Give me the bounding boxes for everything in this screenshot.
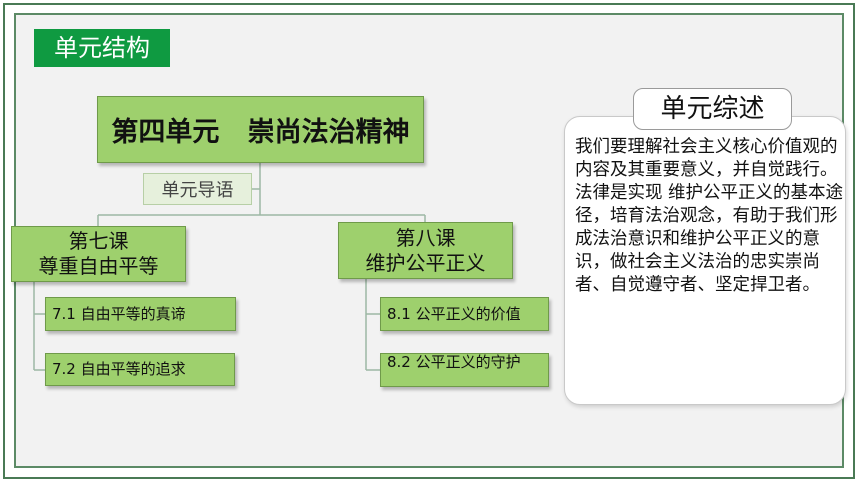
lesson-7-node: 第七课 尊重自由平等 — [11, 226, 186, 282]
summary-text: 我们要理解社会主义核心价值观的内容及其重要意义，并自觉践行。 法律是实现 维护公… — [575, 136, 847, 297]
item-7-2-node: 7.2 自由平等的追求 — [45, 353, 235, 386]
lesson-8-node: 第八课 维护公平正义 — [338, 222, 513, 279]
unit-title-node: 第四单元 崇尚法治精神 — [97, 96, 424, 163]
lesson-7-number: 第七课 — [68, 229, 129, 253]
summary-box — [564, 116, 846, 405]
summary-title: 单元综述 — [633, 88, 792, 130]
lesson-8-title: 维护公平正义 — [365, 250, 486, 275]
item-7-1-node: 7.1 自由平等的真谛 — [45, 297, 236, 331]
item-8-1-node: 8.1 公平正义的价值 — [380, 297, 549, 331]
summary-paragraph-2: 法律是实现 维护公平正义的基本途径，培育法治观念，有助于我们形成法治意识和维护公… — [575, 183, 844, 295]
section-title: 单元结构 — [34, 29, 170, 67]
unit-guide-node: 单元导语 — [143, 173, 252, 205]
lesson-8-number: 第八课 — [395, 225, 456, 250]
lesson-7-title: 尊重自由平等 — [38, 254, 159, 278]
item-8-2-node: 8.2 公平正义的守护 — [380, 353, 549, 387]
outer-frame — [3, 3, 855, 479]
summary-paragraph-1: 我们要理解社会主义核心价值观的内容及其重要意义，并自觉践行。 — [575, 137, 838, 180]
